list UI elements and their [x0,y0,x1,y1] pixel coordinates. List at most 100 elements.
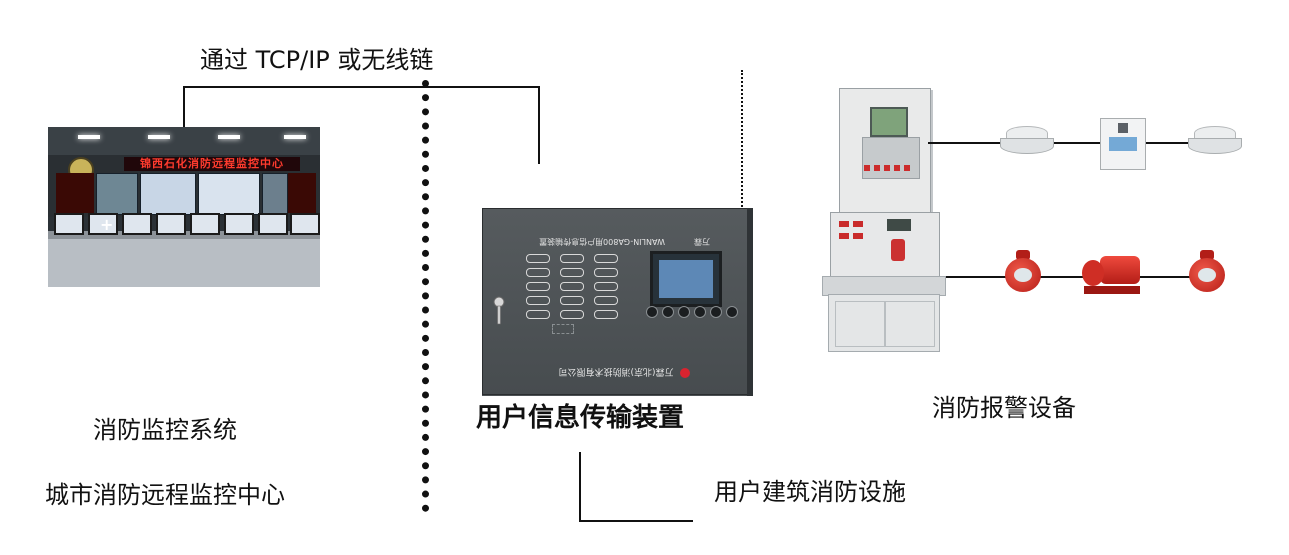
device-indicator [594,254,618,263]
panel-keypad [862,137,920,179]
device-indicator [594,268,618,277]
device-vent [552,324,574,334]
ceiling-lamp [148,135,170,139]
panel-red-button [874,165,880,171]
desk-monitor [190,213,220,235]
desk-monitor [156,213,186,235]
monitoring-center-label: 城市消防远程监控中心 [45,481,285,509]
wall-screen [262,173,288,215]
device-indicator [594,296,618,305]
device-indicator [526,282,550,291]
device-indicator [526,296,550,305]
wall-screen [198,173,260,215]
device-logo-icon [680,368,690,378]
device-indicator [560,310,584,319]
fire-phone-icon [891,239,905,261]
device-label: 用户信息传输装置 [476,403,685,433]
desk-monitor [54,213,84,235]
ceiling-lamp [218,135,240,139]
console-desk [822,276,946,296]
led-panel-right [288,173,316,213]
device-key-button [694,306,706,318]
device-indicator [560,296,584,305]
device-line-top [928,142,1200,144]
console-indicator [853,221,863,227]
detector-base [1000,138,1054,154]
user-info-transmission-device: 万霖 WANLIN-GA800用户信息传输装置 万霖(北京)消防技术有限公司 [482,208,753,396]
link-line-top-horizontal [183,86,540,88]
panel-red-button [864,165,870,171]
alarm-beacon-icon [1002,250,1044,298]
desk-monitor [290,213,320,235]
console-indicator [839,221,849,227]
facility-line-vertical [579,452,581,522]
device-company: 万霖(北京)消防技术有限公司 [558,366,674,376]
pump-base [1084,286,1140,294]
device-indicator [560,254,584,263]
key-icon [493,296,505,325]
module-icon [1100,118,1146,170]
smoke-detector-icon [1188,126,1242,156]
connection-label: 通过 TCP/IP 或无线链 [200,46,434,74]
device-indicator [560,282,584,291]
desk-monitor [122,213,152,235]
panel-red-button [894,165,900,171]
console-cabinet [828,294,940,352]
console-indicator [839,233,849,239]
detector-base [1188,138,1242,154]
beacon-cap [1200,250,1214,260]
module-display [1109,137,1137,151]
fire-linkage-console [822,212,946,352]
facility-line-horizontal [579,520,693,522]
device-key-button [726,306,738,318]
cabinet-door [885,301,935,347]
device-indicator [526,310,550,319]
device-key-button [710,306,722,318]
device-indicator [526,254,550,263]
device-key-button [646,306,658,318]
wall-screen [140,173,196,215]
console-panel [830,212,940,278]
device-indicator [594,282,618,291]
pump-motor [1100,256,1140,284]
console-desk [48,239,320,287]
device-panel-title: WANLIN-GA800用户信息传输装置 [539,237,665,246]
ceiling-lamp [284,135,306,139]
ceiling [48,127,320,155]
building-facilities-label: 用户建筑消防设施 [714,478,906,506]
device-indicator [594,310,618,319]
alarm-beacon-icon [1186,250,1228,298]
device-key-button [662,306,674,318]
link-line-left-vertical [183,86,185,130]
device-edge [747,208,753,396]
device-lcd [659,260,713,298]
device-indicator [526,268,550,277]
console-desk-top [48,231,320,241]
beacon-window [1198,268,1216,282]
monitoring-system-label: 消防监控系统 [93,416,237,444]
separator-dotted-thin [741,70,743,210]
smoke-detector-icon [1000,126,1054,156]
device-brand: 万霖 [694,237,710,246]
module-switch [1118,123,1128,133]
panel-red-button [904,165,910,171]
ceiling-lamp [78,135,100,139]
panel-red-button [884,165,890,171]
desk-monitor [88,213,118,235]
center-banner: 锦西石化消防远程监控中心 [124,157,300,171]
wall-screen [96,173,138,215]
panel-lcd [870,107,908,137]
pump-head [1082,260,1104,286]
monitoring-center-photo: 锦西石化消防远程监控中心 + [48,127,320,287]
desk-monitor [258,213,288,235]
device-line-bottom [946,276,1200,278]
cabinet-door [835,301,885,347]
device-indicator [560,268,584,277]
fire-pump-icon [1082,248,1142,298]
separator-dotted-thick [422,80,429,512]
console-indicator [853,233,863,239]
beacon-cap [1016,250,1030,260]
desk-monitor [224,213,254,235]
fire-alarm-control-panel [839,88,931,214]
console-lcd [887,219,911,231]
